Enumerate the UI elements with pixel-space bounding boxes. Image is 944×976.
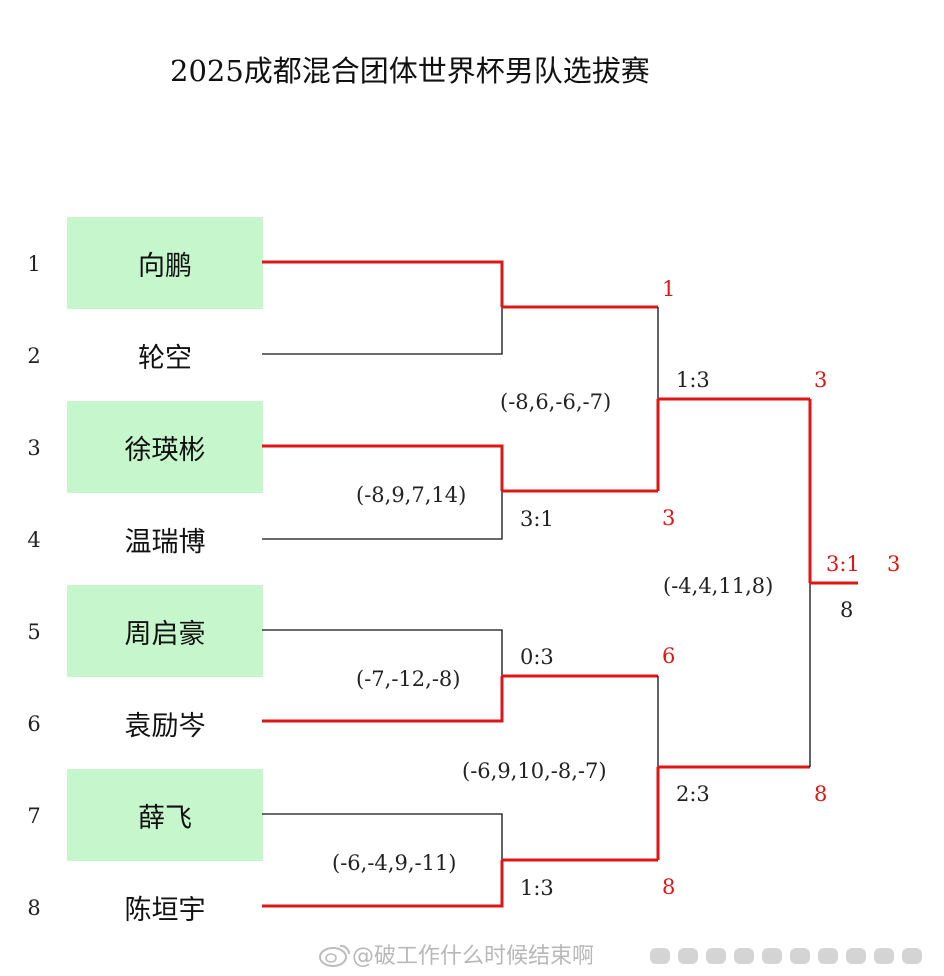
seed-3: 3	[27, 436, 41, 460]
seed-7: 7	[27, 804, 41, 828]
player-box-3: 徐瑛彬	[67, 401, 263, 493]
r1m1-winner: 1	[662, 277, 676, 301]
line-r1m1-top	[262, 260, 504, 307]
line-r1m4-bottom	[262, 860, 504, 908]
line-r1m1-bottom	[262, 307, 503, 355]
player-box-6: 袁励岑	[124, 710, 206, 742]
weibo-icon	[319, 944, 351, 967]
line-r1m2-bottom	[262, 491, 503, 540]
s2-games: (-6,9,10,-8,-7)	[462, 759, 607, 783]
s1-winner: 3	[814, 368, 828, 392]
final-games: (-4,4,11,8)	[663, 574, 774, 598]
final-score: 3:1	[826, 552, 860, 576]
player-box-1: 向鹏	[67, 217, 263, 309]
player-box-7: 薛飞	[67, 769, 263, 861]
r1m4-games: (-6,-4,9,-11)	[332, 851, 457, 875]
s2-winner: 8	[814, 782, 828, 806]
s1-games: (-8,6,-6,-7)	[500, 390, 612, 414]
r1m2-games: (-8,9,7,14)	[356, 483, 467, 507]
player-box-2: 轮空	[138, 342, 192, 374]
r1m2-score: 3:1	[520, 507, 554, 531]
seed-2: 2	[27, 344, 41, 368]
line-r1m2-top	[262, 444, 504, 491]
r1m2-winner: 3	[662, 506, 676, 530]
seed-8: 8	[27, 896, 41, 920]
line-r1m4-top	[262, 813, 503, 860]
watermark-text: @破工作什么时候结束啊	[352, 944, 595, 969]
s2-score: 2:3	[676, 782, 710, 806]
r1m3-score: 0:3	[520, 645, 554, 669]
watermark: @破工作什么时候结束啊	[318, 938, 594, 970]
line-r1m3-bottom	[262, 676, 504, 723]
player-box-5: 周启豪	[67, 585, 263, 677]
seed-1: 1	[27, 252, 41, 276]
page-title: 2025成都混合团体世界杯男队选拔赛	[170, 54, 650, 88]
final-winner: 3	[887, 552, 901, 576]
seed-4: 4	[27, 528, 41, 552]
r1m4-score: 1:3	[520, 876, 554, 900]
seed-5: 5	[27, 620, 41, 644]
r1m3-winner: 6	[662, 644, 676, 668]
player-box-4: 温瑞博	[124, 526, 206, 558]
watermark-pattern-icon	[650, 948, 922, 964]
player-box-8: 陈垣宇	[124, 894, 206, 926]
r1m4-winner: 8	[662, 875, 676, 899]
line-r1m3-top	[262, 629, 503, 676]
seed-6: 6	[27, 712, 41, 736]
final-loser: 8	[840, 598, 854, 622]
r1m3-games: (-7,-12,-8)	[356, 667, 461, 691]
s1-score: 1:3	[676, 368, 710, 392]
